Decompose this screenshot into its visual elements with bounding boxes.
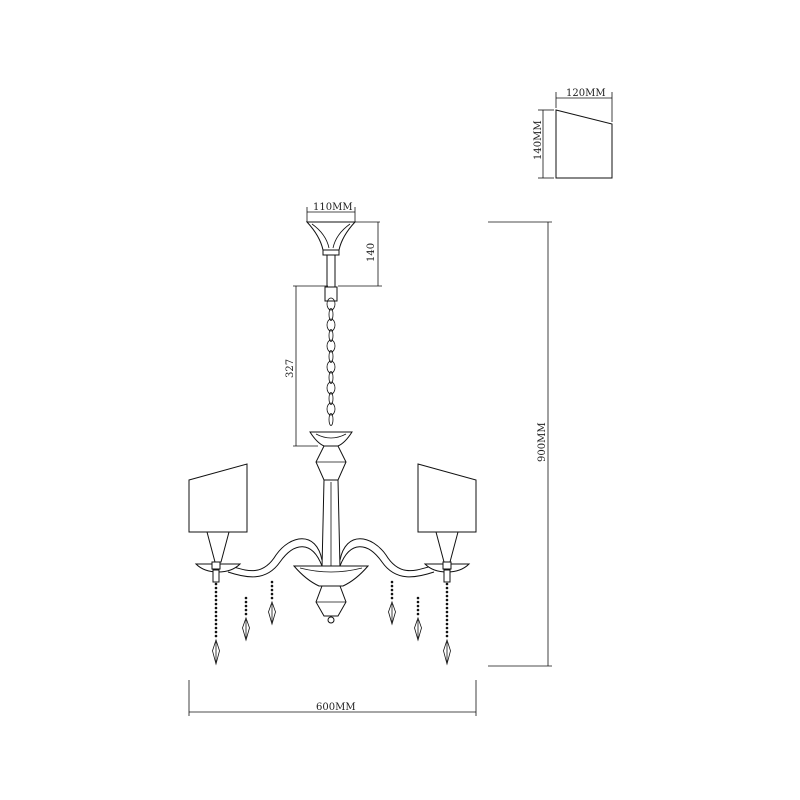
shade-detail-outline — [555, 109, 613, 179]
arms — [227, 538, 435, 578]
right-arm — [339, 538, 433, 572]
chain-link — [326, 297, 336, 311]
chain-link — [328, 308, 334, 321]
right-lamp — [417, 463, 477, 583]
canopy-height-label: 140 — [366, 243, 377, 262]
right-shade — [417, 463, 477, 533]
left-arm — [229, 538, 323, 572]
canopy-width-label: 110MM — [313, 202, 353, 213]
chain-link — [328, 350, 334, 363]
chain-link — [328, 392, 334, 405]
crystal-drop — [414, 596, 422, 642]
crystal-drop — [212, 582, 220, 666]
central-column — [292, 431, 370, 624]
crystal-drop — [268, 580, 276, 626]
suspension-chain: 327 — [285, 254, 338, 447]
overall-width-dimension: 600MM — [188, 680, 477, 716]
left-shade — [188, 463, 248, 533]
overall-height-dimension: 900MM — [488, 221, 552, 667]
chain-links — [326, 297, 336, 426]
chain-link — [326, 339, 336, 353]
chain-link — [326, 402, 336, 416]
shade-height-label: 140MM — [533, 120, 544, 160]
crystal-drops — [212, 580, 451, 666]
total-width-label: 600MM — [316, 702, 356, 713]
total-height-label: 900MM — [537, 422, 548, 462]
chain-link — [328, 413, 334, 426]
crystal-drop — [242, 596, 250, 642]
crystal-drop — [388, 580, 396, 626]
shade-detail: 120MM 140MM — [533, 88, 613, 179]
chain-link — [326, 381, 336, 395]
chain-link — [328, 329, 334, 342]
chain-link — [326, 318, 336, 332]
chain-length-label: 327 — [285, 359, 296, 378]
left-lamp — [188, 463, 248, 583]
chain-link — [328, 371, 334, 384]
shade-width-label: 120MM — [566, 88, 606, 99]
ceiling-canopy: 110MM 140 — [305, 202, 382, 287]
chain-link — [326, 360, 336, 374]
crystal-drop — [443, 582, 451, 666]
